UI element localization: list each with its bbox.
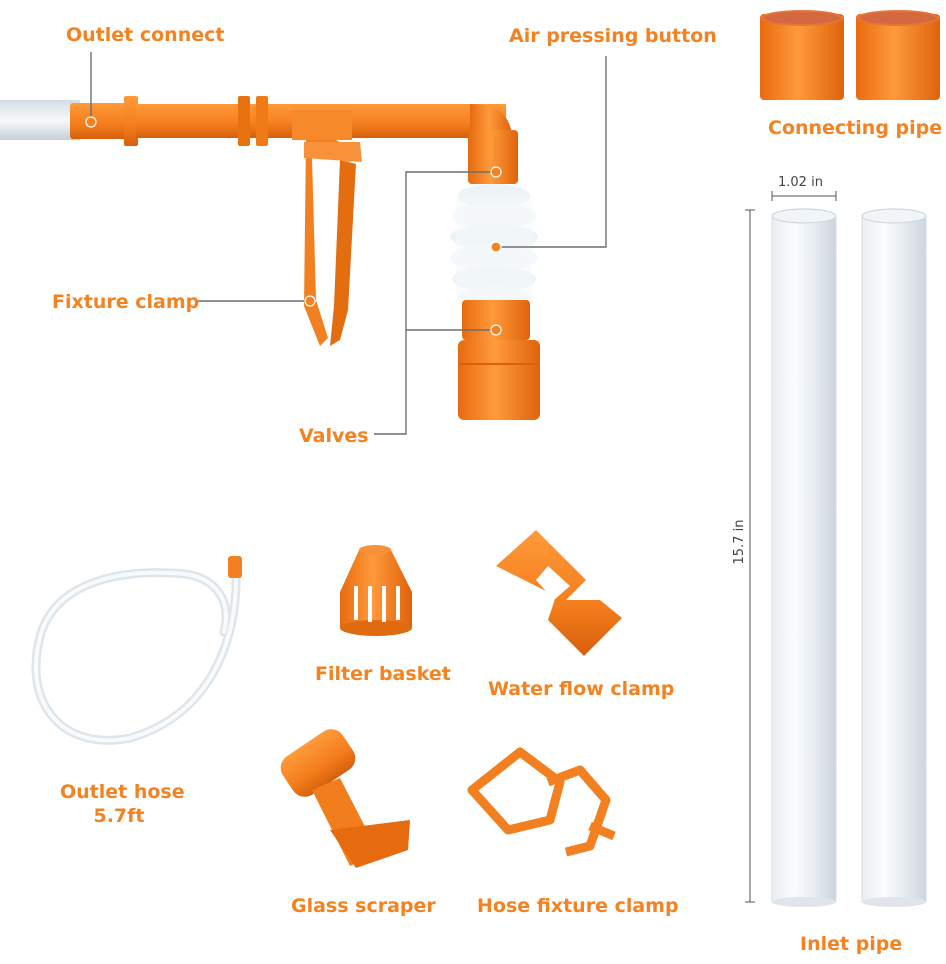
label-valves: Valves [299,425,369,447]
fixture-clamp-hook [304,140,356,346]
label-filter-basket: Filter basket [315,663,451,685]
label-outlet-hose-name: Outlet hose [60,781,185,803]
dimension-lines [745,191,837,903]
label-outlet-hose: Outlet hose 5.7ft [60,780,185,828]
label-hose-fixture-clamp: Hose fixture clamp [477,895,679,917]
dimension-pipe-diameter: 1.02 in [778,175,823,190]
outlet-hose [31,556,242,745]
leader-lines [90,52,607,435]
glass-scraper [280,729,410,868]
label-fixture-clamp: Fixture clamp [52,291,200,313]
label-inlet-pipe: Inlet pipe [800,933,903,955]
dimension-pipe-length: 15.7 in [732,519,747,565]
label-glass-scraper: Glass scraper [291,895,436,917]
outlet-tube-segment [0,100,80,140]
label-outlet-hose-length: 5.7ft [93,805,145,827]
label-connecting-pipe: Connecting pipe [768,117,943,139]
label-water-flow-clamp: Water flow clamp [488,678,675,700]
siphon-assembly [0,96,540,420]
label-air-pressing-button: Air pressing button [509,25,717,47]
water-flow-clamp [496,530,622,656]
label-outlet-connect: Outlet connect [66,24,225,46]
upper-valve [468,130,518,184]
outlet-connector [70,103,130,139]
inlet-pipes [771,208,927,907]
hose-fixture-clamp [467,747,616,857]
inlet-socket [458,340,540,420]
filter-basket [340,545,412,636]
leader-dots [85,116,502,336]
connecting-pipes [760,10,940,100]
